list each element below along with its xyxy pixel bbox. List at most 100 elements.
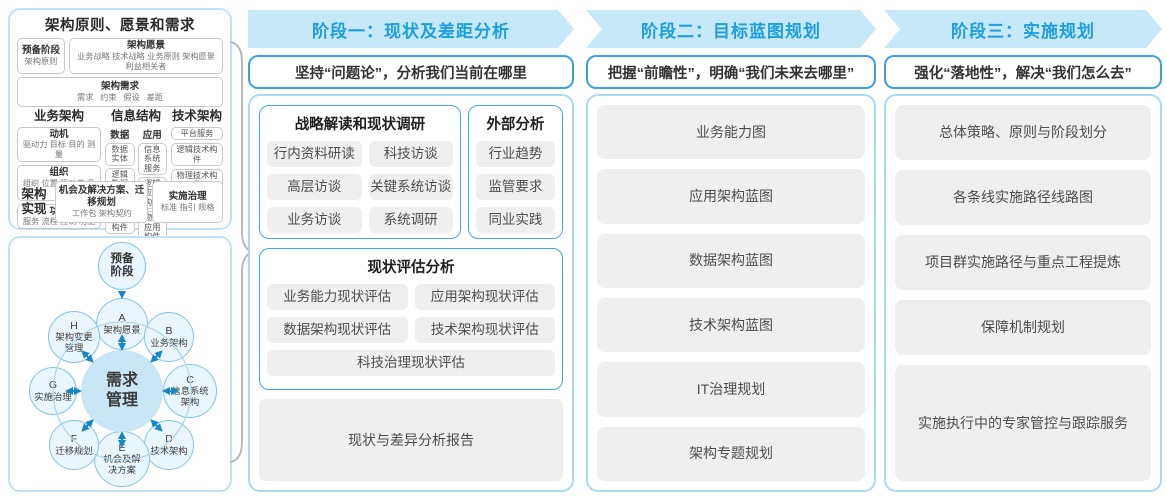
prep-phase-title: 预备阶段 — [21, 45, 60, 57]
adm-node-h-letter: H — [70, 319, 78, 332]
organization-title: 组织 — [49, 167, 69, 179]
data-subcolumn-title: 数据 — [110, 129, 130, 141]
phase2-item: 数据架构蓝图 — [597, 233, 865, 288]
adm-node-h-label: 架构变更管理 — [55, 332, 93, 353]
adm-node-f-letter: F — [70, 432, 78, 445]
gap-report-box: 现状与差异分析报告 — [259, 399, 563, 481]
adm-node-g-label: 实施治理 — [34, 391, 72, 402]
phase2-subtitle: 把握“前瞻性”，明确“我们未来去哪里” — [586, 55, 876, 89]
adm-node-f-label: 迁移规划 — [55, 445, 93, 456]
implementation-row: 架构实现 机会及解决方案、迁移规划 工作包 架构契约 实施治理 标准 指引 规格 — [17, 181, 223, 223]
strategy-item: 行内资料研读 — [267, 141, 362, 167]
external-item: 同业实践 — [475, 207, 555, 233]
adm-node-d-label: 技术架构 — [150, 445, 188, 456]
phase3-subtitle: 强化“落地性”，解决“我们怎么去” — [884, 55, 1162, 89]
external-analysis-title: 外部分析 — [486, 117, 545, 133]
architecture-columns: 业务架构 动机 驱动力 目标 目的 测量 组织 组织 位置 驱动者 角色 功能 … — [17, 109, 223, 244]
adm-node-b-letter: B — [165, 324, 173, 337]
strategy-item: 关键系统访谈 — [368, 174, 453, 200]
phase1-header: 阶段一：现状及差距分析 — [248, 10, 574, 48]
external-analysis-box: 外部分析 行业趋势 监管要求 同业实践 — [467, 105, 563, 239]
adm-node-e: E 机会及解决方案 — [94, 431, 150, 487]
implementation-label: 架构实现 — [21, 187, 47, 216]
phase1-panel: 战略解读和现状调研 行内资料研读 科技访谈 高层访谈 关键系统访谈 业务访谈 系… — [248, 94, 574, 492]
adm-node-e-letter: E — [118, 441, 126, 454]
logical-tech-box: 逻辑技术构件 — [171, 143, 223, 167]
assessment-item: 应用架构现状评估 — [414, 284, 555, 310]
assessment-item-full: 科技治理现状评估 — [267, 350, 555, 376]
adm-node-d: D 技术架构 — [144, 420, 194, 470]
opportunities-migration-box: 机会及解决方案、迁移规划 工作包 架构契约 — [55, 181, 149, 223]
strategy-research-grid: 行内资料研读 科技访谈 高层访谈 关键系统访谈 业务访谈 系统调研 — [267, 141, 453, 233]
adm-node-h: H 架构变更管理 — [48, 311, 100, 363]
assessment-box: 现状评估分析 业务能力现状评估 应用架构现状评估 数据架构现状评估 技术架构现状… — [259, 248, 563, 390]
phase2-item: 技术架构蓝图 — [597, 297, 865, 353]
external-analysis-items: 行业趋势 监管要求 同业实践 — [475, 141, 555, 233]
architecture-vision-title: 架构愿景 — [126, 40, 165, 52]
adm-node-b-label: 业务架构 — [150, 337, 188, 348]
phase2-item: 业务能力图 — [597, 105, 865, 160]
data-entity-box: 数据实体 — [105, 142, 135, 166]
phase3-item: 项目群实施路径与重点工程提炼 — [895, 235, 1151, 291]
phase2-header-label: 阶段二：目标蓝图规划 — [641, 21, 821, 41]
data-subcolumn: 数据 数据实体 逻辑数据构件 物理数据构件 — [105, 127, 135, 235]
adm-center-node: 需求管理 — [81, 350, 163, 432]
adm-node-g-letter: G — [48, 378, 58, 391]
phase2-item: IT治理规划 — [597, 362, 865, 417]
strategy-research-box: 战略解读和现状调研 行内资料研读 科技访谈 高层访谈 关键系统访谈 业务访谈 系… — [259, 105, 461, 239]
assessment-title: 现状评估分析 — [367, 260, 455, 276]
adm-cycle: 预备阶段 A 架构愿景 B 业务架构 C 信息系统架构 D 技术架构 E 机会及… — [10, 238, 230, 490]
external-item: 监管要求 — [475, 174, 555, 200]
phase2-header: 阶段二：目标蓝图规划 — [586, 10, 876, 48]
business-architecture-title: 业务架构 — [33, 109, 84, 123]
principles-panel: 架构原则、愿景和需求 预备阶段 架构原则 架构愿景 业务战略 技术战略 业务原则… — [8, 8, 232, 244]
application-subcolumn-title: 应用 — [142, 129, 162, 141]
information-subcolumns: 数据 数据实体 逻辑数据构件 物理数据构件 应用 信息系统服务 逻辑应用构件 物… — [105, 127, 167, 244]
phase3-item: 保障机制规划 — [895, 300, 1151, 356]
adm-node-c-label: 信息系统架构 — [171, 386, 209, 407]
assessment-grid: 业务能力现状评估 应用架构现状评估 数据架构现状评估 技术架构现状评估 — [267, 284, 555, 343]
phase2-item: 应用架构蓝图 — [597, 169, 865, 224]
phase3-item: 实施执行中的专家管控与跟踪服务 — [895, 365, 1151, 481]
phase1-subtitle: 坚持“问题论”，分析我们当前在哪里 — [248, 55, 574, 89]
adm-node-c-letter: C — [186, 373, 194, 386]
phase1-subtitle-label: 坚持“问题论”，分析我们当前在哪里 — [295, 65, 527, 82]
phase3-panel: 总体策略、原则与阶段划分 各条线实施路径线路图 项目群实施路径与重点工程提炼 保… — [884, 94, 1162, 492]
adm-node-a: A 架构愿景 — [96, 298, 148, 350]
strategy-item: 科技访谈 — [368, 141, 453, 167]
adm-node-a-label: 架构愿景 — [103, 324, 141, 335]
phase3-header-label: 阶段三：实施规划 — [951, 21, 1095, 41]
assessment-item: 数据架构现状评估 — [267, 317, 408, 343]
implementation-governance-box: 实施治理 标准 指引 规格 — [152, 181, 223, 223]
external-item: 行业趋势 — [475, 141, 555, 167]
adm-node-g: G 实施治理 — [29, 367, 77, 415]
assessment-item: 业务能力现状评估 — [267, 284, 408, 310]
adm-prep-label: 预备阶段 — [110, 253, 134, 278]
adm-node-b: B 业务架构 — [144, 312, 194, 362]
motivation-box: 动机 驱动力 目标 目的 测量 — [17, 126, 101, 163]
opportunities-migration-title: 机会及解决方案、迁移规划 — [58, 185, 145, 208]
business-architecture-column: 业务架构 动机 驱动力 目标 目的 测量 组织 组织 位置 驱动者 角色 功能 … — [17, 109, 101, 230]
motivation-title: 动机 — [49, 128, 69, 140]
information-structure-title: 信息结构 — [110, 109, 161, 123]
adm-cycle-panel: 预备阶段 A 架构愿景 B 业务架构 C 信息系统架构 D 技术架构 E 机会及… — [8, 236, 232, 492]
phase3-item: 总体策略、原则与阶段划分 — [895, 105, 1151, 161]
implementation-governance-title: 实施治理 — [168, 191, 207, 203]
architecture-vision-box: 架构愿景 业务战略 技术战略 业务原则 架构愿景 利益相关者 — [69, 38, 223, 74]
requirements-row: 架构需求 需求 约束 假设 差距 — [17, 77, 223, 107]
implementation-governance-sub: 标准 指引 规格 — [160, 202, 215, 212]
architecture-requirements-title: 架构需求 — [100, 81, 139, 93]
adm-node-c: C 信息系统架构 — [163, 364, 217, 418]
phase3-item: 各条线实施路径线路图 — [895, 170, 1151, 226]
phase2-item: 架构专题规划 — [597, 426, 865, 481]
phase2-panel: 业务能力图 应用架构蓝图 数据架构蓝图 技术架构蓝图 IT治理规划 架构专题规划 — [586, 94, 876, 492]
phase3-header: 阶段三：实施规划 — [884, 10, 1162, 48]
phase3-subtitle-label: 强化“落地性”，解决“我们怎么去” — [914, 65, 1132, 82]
architecture-requirements-sub: 需求 约束 假设 差距 — [77, 92, 163, 102]
strategy-item: 系统调研 — [368, 207, 453, 233]
technology-architecture-title: 技术架构 — [171, 109, 222, 123]
phase2-subtitle-label: 把握“前瞻性”，明确“我们未来去哪里” — [607, 65, 855, 82]
prep-phase-sub: 架构原则 — [24, 56, 58, 66]
architecture-vision-sub: 业务战略 技术战略 业务原则 架构愿景 利益相关者 — [77, 51, 215, 71]
adm-node-d-letter: D — [165, 432, 173, 445]
